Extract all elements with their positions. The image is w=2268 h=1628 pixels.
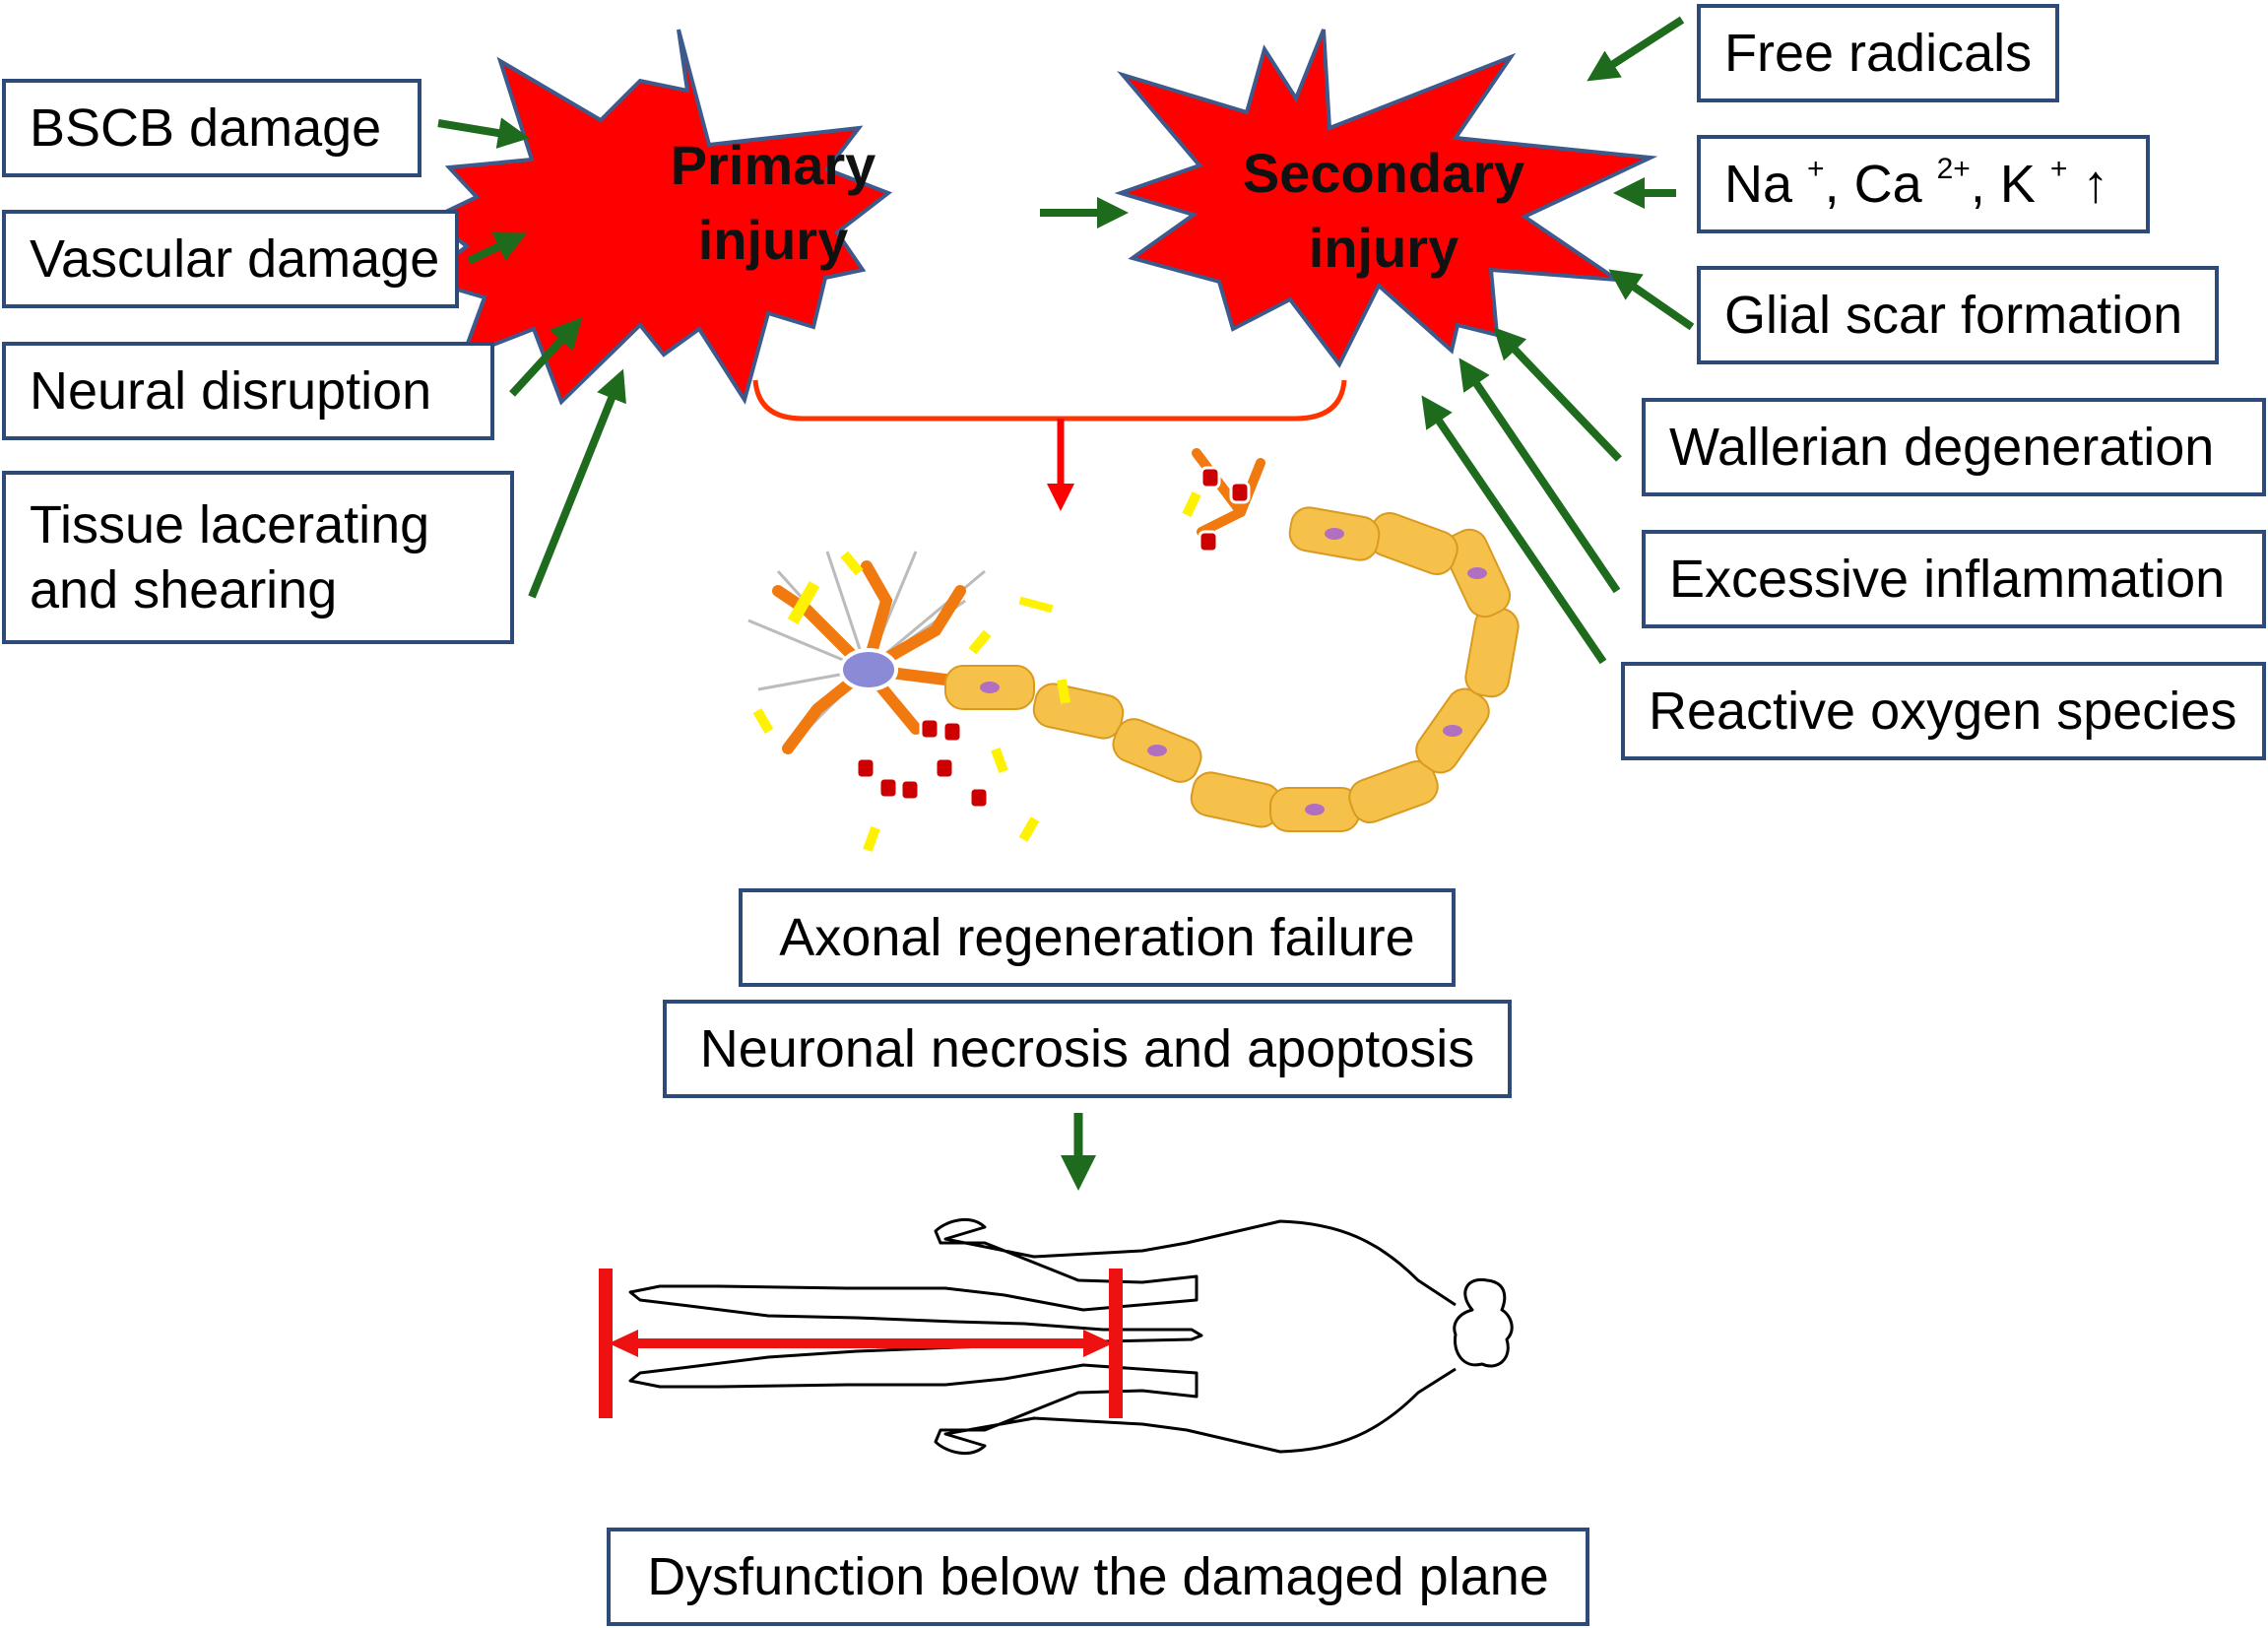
cause-neural-disruption: Neural disruption (2, 342, 494, 440)
arrow-icon (467, 231, 528, 265)
primary-injury-burst (419, 29, 893, 406)
outcome-label: Axonal regeneration failure (779, 908, 1415, 967)
mechanism-wallerian-degeneration: Wallerian degeneration (1642, 398, 2266, 496)
mechanism-reactive-oxygen-species: Reactive oxygen species (1621, 662, 2266, 760)
arrow-icon (509, 317, 583, 397)
injury-bracket (752, 379, 1347, 422)
mechanism-label: Glial scar formation (1724, 286, 2183, 345)
arrow-icon (1421, 395, 1607, 665)
mechanism-ion-imbalance: Na +, Ca 2+, K + ↑ (1697, 135, 2150, 233)
cause-tissue-lacerating: Tissue lacerating and shearing (2, 471, 514, 644)
mechanism-label: Excessive inflammation (1669, 550, 2226, 609)
cause-vascular-damage: Vascular damage (2, 210, 459, 308)
primary-injury-label: Primary injury (601, 128, 945, 278)
mechanism-label: Free radicals (1724, 24, 2033, 83)
secondary-injury-burst (1114, 29, 1658, 368)
cause-label-line2: and shearing (30, 560, 338, 619)
outcome-label: Neuronal necrosis and apoptosis (699, 1019, 1475, 1078)
arrow-icon (1458, 358, 1621, 594)
neuron-illustration (747, 448, 1520, 852)
mechanism-arrows (1421, 16, 1695, 665)
cause-arrows (437, 117, 626, 599)
cause-bscb-damage: BSCB damage (2, 79, 421, 177)
cause-label: Tissue lacerating (30, 495, 430, 554)
arrow-icon (437, 117, 530, 149)
primary-injury-line2: injury (697, 209, 849, 271)
secondary-injury-line2: injury (1308, 217, 1459, 279)
outcome-label: Dysfunction below the damaged plane (647, 1547, 1549, 1606)
outcome-axonal-regeneration: Axonal regeneration failure (739, 888, 1456, 987)
human-body-outline (628, 1217, 1514, 1456)
outcome-neuronal-necrosis: Neuronal necrosis and apoptosis (663, 1000, 1512, 1098)
arrow-icon (1493, 327, 1622, 462)
mechanism-excessive-inflammation: Excessive inflammation (1642, 530, 2266, 628)
mechanism-glial-scar: Glial scar formation (1697, 266, 2219, 364)
arrow-icon (1608, 269, 1695, 331)
secondary-injury-line1: Secondary (1242, 142, 1525, 204)
mechanism-free-radicals: Free radicals (1697, 4, 2059, 102)
cause-label: BSCB damage (30, 98, 382, 158)
ion-label: Na +, Ca 2+, K + ↑ (1724, 153, 2109, 215)
cause-label: Neural disruption (30, 361, 432, 421)
primary-injury-line1: Primary (670, 134, 876, 196)
secondary-injury-label: Secondary injury (1221, 136, 1546, 286)
outcome-dysfunction: Dysfunction below the damaged plane (607, 1528, 1589, 1626)
damage-level-marker (599, 1269, 1123, 1418)
mechanism-label: Wallerian degeneration (1669, 418, 2215, 477)
mechanism-label: Reactive oxygen species (1649, 682, 2237, 741)
arrow-icon (1587, 16, 1685, 82)
arrow-icon (528, 368, 626, 599)
cause-label: Vascular damage (30, 229, 440, 289)
